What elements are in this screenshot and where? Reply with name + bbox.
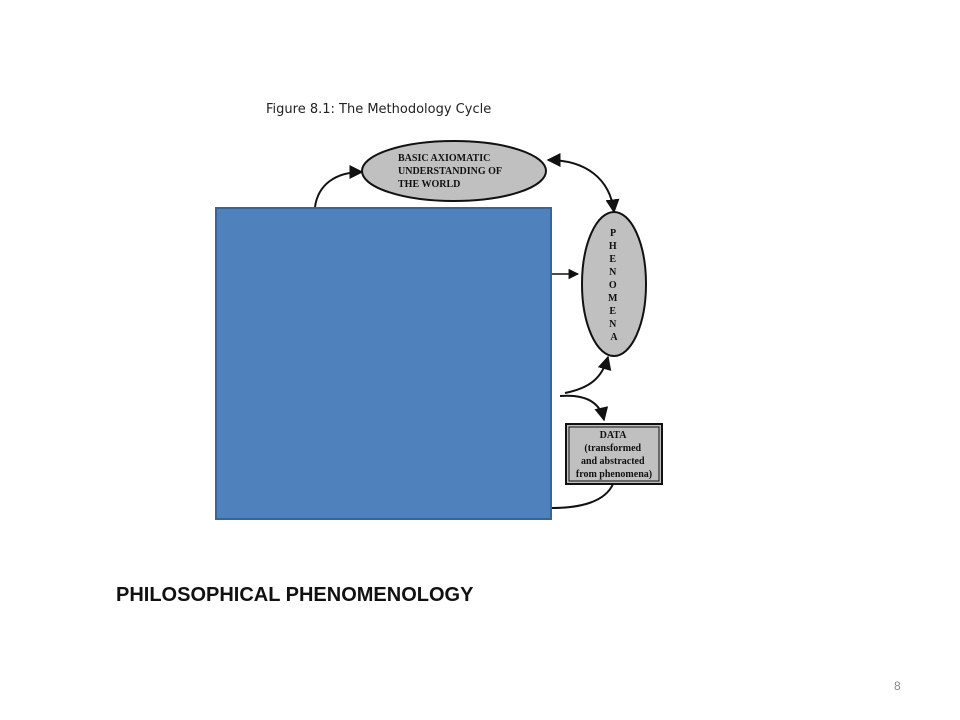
phenomena-letter: A bbox=[610, 332, 618, 343]
svg-text:BASIC AXIOMATIC UNDERSTA: BASIC AXIOMATIC UNDERSTANDING OF THE WOR… bbox=[398, 153, 504, 190]
data-line-2: (transformed bbox=[584, 443, 641, 454]
covering-rectangle bbox=[215, 207, 552, 520]
axiomatic-line-3: THE WORLD bbox=[398, 179, 460, 190]
slide-title: PHILOSOPHICAL PHENOMENOLOGY bbox=[116, 584, 474, 606]
data-line-3: and abstracted bbox=[581, 456, 645, 467]
data-line-1: DATA bbox=[600, 430, 628, 441]
phenomena-letter: H bbox=[609, 241, 617, 252]
svg-text:DATA (transformed: DATA (transformed and abstracted from ph… bbox=[576, 430, 652, 480]
svg-text:P H E N: P H E N O M E N A bbox=[608, 228, 620, 343]
axiomatic-node bbox=[361, 140, 547, 202]
arrow-axiomatic-phenomena bbox=[546, 153, 620, 214]
figure-title: Figure 8.1: The Methodology Cycle bbox=[266, 102, 492, 117]
phenomena-letter: N bbox=[609, 267, 617, 278]
data-line-4: from phenomena) bbox=[576, 469, 652, 480]
axiomatic-line-2: UNDERSTANDING OF bbox=[398, 166, 502, 177]
arrow-to-axiomatic bbox=[314, 165, 364, 208]
page-number: 8 bbox=[894, 679, 901, 693]
phenomena-node bbox=[581, 211, 647, 357]
phenomena-letter: P bbox=[610, 228, 616, 239]
data-node bbox=[565, 423, 663, 485]
arrow-from-data bbox=[551, 483, 614, 509]
phenomena-letter: M bbox=[608, 293, 618, 304]
arrow-to-data bbox=[559, 394, 609, 422]
phenomena-letter: E bbox=[609, 306, 616, 317]
data-node-inner bbox=[568, 426, 660, 482]
phenomena-letter: O bbox=[609, 280, 617, 291]
phenomena-letter: N bbox=[609, 319, 617, 330]
arrow-to-phenomena-bottom bbox=[564, 355, 612, 394]
axiomatic-line-1: BASIC AXIOMATIC bbox=[398, 153, 490, 164]
phenomena-letter: E bbox=[609, 254, 616, 265]
